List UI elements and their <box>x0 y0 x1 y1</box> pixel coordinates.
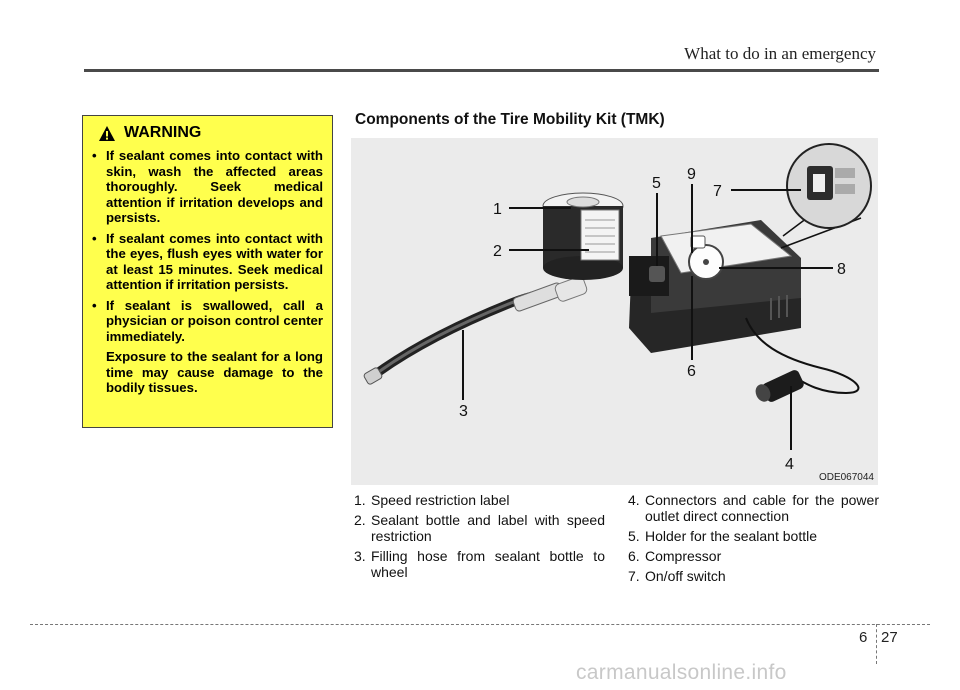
callout-6: 6 <box>687 363 696 380</box>
footer-rule <box>30 624 930 625</box>
legend-text: Holder for the sealant bottle <box>645 528 817 544</box>
warning-bullet: If sealant comes into contact with the e… <box>92 231 323 293</box>
legend-text: Speed restriction label <box>371 492 510 508</box>
legend-number: 6. <box>628 548 640 564</box>
callout-1: 1 <box>493 201 502 218</box>
power-cable <box>745 317 860 395</box>
power-plug <box>762 370 804 402</box>
legend-number: 3. <box>354 548 366 564</box>
legend-item: 1. Speed restriction label <box>354 492 605 508</box>
footer-divider <box>876 624 877 664</box>
legend-text: Compressor <box>645 548 722 564</box>
watermark: carmanualsonline.info <box>576 661 787 684</box>
warning-bullet: If sealant is swallowed, call a physicia… <box>92 298 323 345</box>
header-rule <box>84 69 879 72</box>
legend-item: 3. Filling hose from sealant bottle to w… <box>354 548 605 580</box>
warning-title: WARNING <box>124 124 202 141</box>
legend-item: 6. Compressor <box>628 548 879 564</box>
legend-number: 1. <box>354 492 366 508</box>
legend-text: Filling hose from sealant bottle to whee… <box>371 548 605 580</box>
callout-4: 4 <box>785 456 794 473</box>
legend-item: 5. Holder for the sealant bottle <box>628 528 879 544</box>
warning-heading: WARNING <box>98 124 323 142</box>
running-header: What to do in an emergency <box>684 44 876 63</box>
tmk-drawing: 1 2 3 4 5 6 7 8 9 <box>363 143 872 473</box>
callout-3: 3 <box>459 403 468 420</box>
callout-9: 9 <box>687 166 696 183</box>
warning-triangle-icon <box>99 125 115 141</box>
legend-item: 4. Connectors and cable for the power ou… <box>628 492 879 524</box>
legend-item: 2. Sealant bottle and label with speed r… <box>354 512 605 544</box>
warning-note: Exposure to the sealant for a long time … <box>106 349 323 395</box>
section-heading: Components of the Tire Mobility Kit (TMK… <box>355 111 665 128</box>
legend-number: 7. <box>628 568 640 584</box>
callout-5: 5 <box>652 175 661 192</box>
figure-code: ODE067044 <box>818 472 874 483</box>
chapter-number: 6 <box>859 629 868 646</box>
tmk-illustration: 1 2 3 4 5 6 7 8 9 ODE067044 <box>351 138 878 485</box>
hose-nozzle <box>363 367 383 385</box>
warning-list: If sealant comes into contact with skin,… <box>92 148 323 344</box>
legend-number: 4. <box>628 492 640 508</box>
callout-2: 2 <box>493 243 502 260</box>
warning-box: WARNING If sealant comes into contact wi… <box>82 115 333 428</box>
legend-number: 5. <box>628 528 640 544</box>
legend-item: 7. On/off switch <box>628 568 879 584</box>
page-number: 27 <box>881 629 898 646</box>
legend-left: 1. Speed restriction label 2. Sealant bo… <box>354 492 605 584</box>
legend-text: On/off switch <box>645 568 726 584</box>
warning-bullet: If sealant comes into contact with skin,… <box>92 148 323 226</box>
callout-7: 7 <box>713 183 722 200</box>
callout-8: 8 <box>837 261 846 278</box>
legend-number: 2. <box>354 512 366 528</box>
on-off-switch <box>813 174 825 192</box>
legend-text: Sealant bottle and label with speed rest… <box>371 512 605 544</box>
legend-right: 4. Connectors and cable for the power ou… <box>628 492 879 588</box>
legend-text: Connectors and cable for the power outle… <box>645 492 879 524</box>
